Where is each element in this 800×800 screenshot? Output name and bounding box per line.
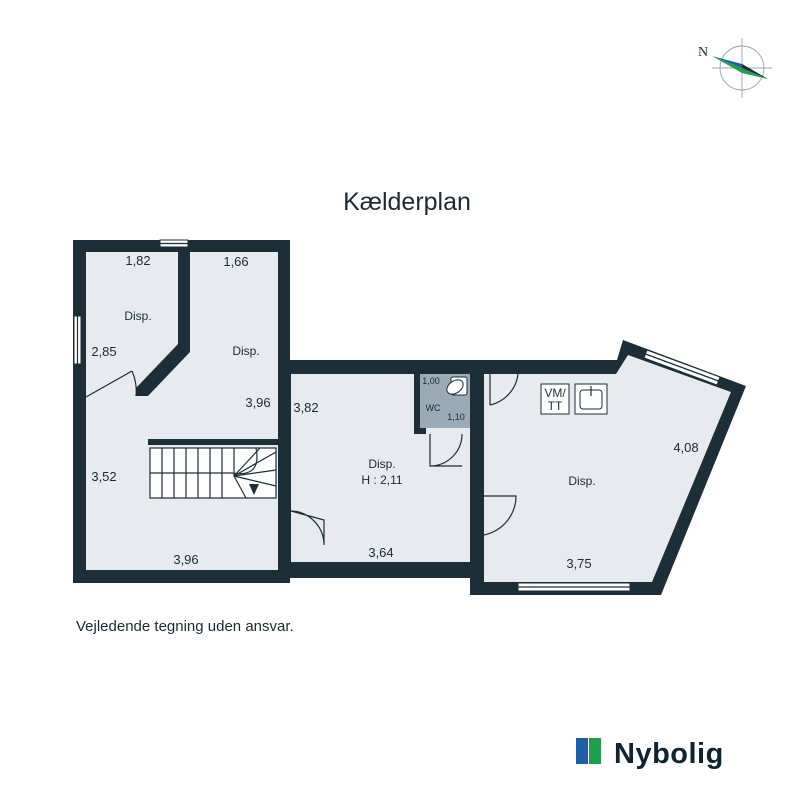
dim-label: 3,52: [91, 469, 116, 484]
toilet-icon: [446, 376, 468, 396]
dim-label: 4,08: [673, 440, 698, 455]
dim-label: 3,75: [566, 556, 591, 571]
dim-label: 2,85: [91, 344, 116, 359]
dim-label: 3,96: [173, 552, 198, 567]
room-height-c: H : 2,11: [361, 473, 402, 487]
brand-name: Nybolig: [614, 738, 724, 770]
nybolig-logo: Nybolig: [576, 738, 724, 770]
windows: [73, 239, 721, 592]
vm-label-2: TT: [548, 399, 563, 413]
room-label-b: Disp.: [232, 344, 259, 358]
doors: [85, 370, 519, 546]
room-label-c: Disp.: [368, 457, 395, 471]
disclaimer: Vejledende tegning uden ansvar.: [76, 618, 294, 635]
dim-label: 1,00: [422, 376, 440, 386]
dim-label: 1,10: [447, 412, 465, 422]
washer-dryer-icon: VM/ TT: [540, 383, 570, 415]
logo-mark-green: [589, 738, 601, 764]
room-label-d: Disp.: [568, 474, 595, 488]
plan-title: Kælderplan: [343, 188, 471, 216]
staircase: [149, 447, 277, 499]
sink-icon: [574, 383, 608, 415]
vm-label-1: VM/: [544, 386, 566, 400]
compass-north-label: N: [698, 45, 708, 60]
interior-walls: [136, 246, 484, 580]
compass-icon: N: [698, 38, 772, 98]
dim-label: 3,82: [293, 400, 318, 415]
dim-label: 3,64: [368, 545, 393, 560]
wc-label: WC: [426, 403, 441, 413]
dim-label: 1,66: [223, 254, 248, 269]
dim-label: 3,96: [245, 395, 270, 410]
dim-label: 1,82: [125, 253, 150, 268]
room-label-a: Disp.: [124, 309, 151, 323]
logo-mark-blue: [576, 738, 588, 764]
